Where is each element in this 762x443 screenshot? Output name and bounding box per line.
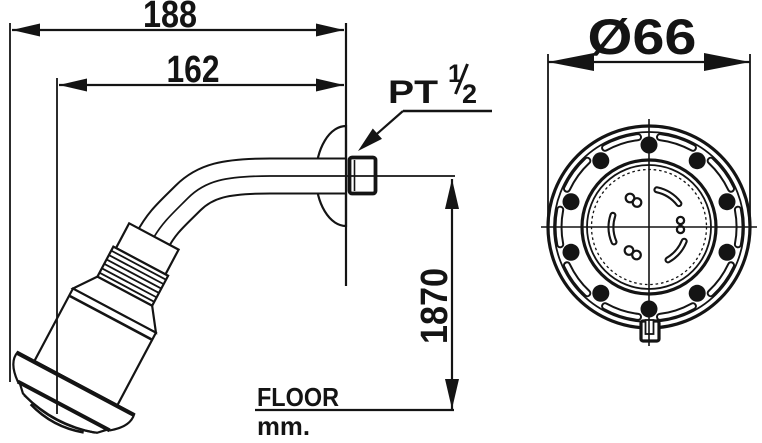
dim-overall-label: 188 [143,0,197,36]
dim-height-1870: 1870 [414,179,459,409]
floor-reference: FLOOR mm. [255,382,454,441]
head-knurl-ring [95,245,170,308]
floor-label: FLOOR [257,382,339,412]
head-body-edge [69,294,152,341]
thread-fraction-numerator: 1 [448,60,462,88]
face-ring-bottom-edge [16,379,111,433]
spray-face-arc-inner [29,403,84,434]
thread-label: PT [388,74,439,110]
callout-arrowhead [358,128,382,151]
spray-face-arc-outer [23,394,96,434]
dim-arm-label: 162 [167,49,220,91]
floor-unit-label: mm. [257,411,310,441]
nozzle-dots [562,136,736,318]
thread-fraction-denominator: 2 [462,79,477,109]
thread-callout: PT 1 2 [358,60,492,151]
front-view: Ø66 [541,9,757,346]
dim-overall-188: 188 [9,0,344,382]
shower-arm [135,157,346,251]
thread-fraction-slash [454,63,469,95]
face-ring-top-edge [16,351,135,417]
pivot-tab [639,319,661,343]
dim-diameter-label: Ø66 [588,9,697,65]
side-view: 188 162 PT 1 2 1870 [9,0,492,441]
arm-centerline [153,175,455,238]
dim-height-label: 1870 [414,268,456,344]
faceplate-slots [607,186,688,264]
dim-arm-162: 162 [56,49,344,414]
shower-head [12,221,181,434]
dim-diameter-66: Ø66 [547,9,751,222]
faceplate-holes [623,192,686,261]
